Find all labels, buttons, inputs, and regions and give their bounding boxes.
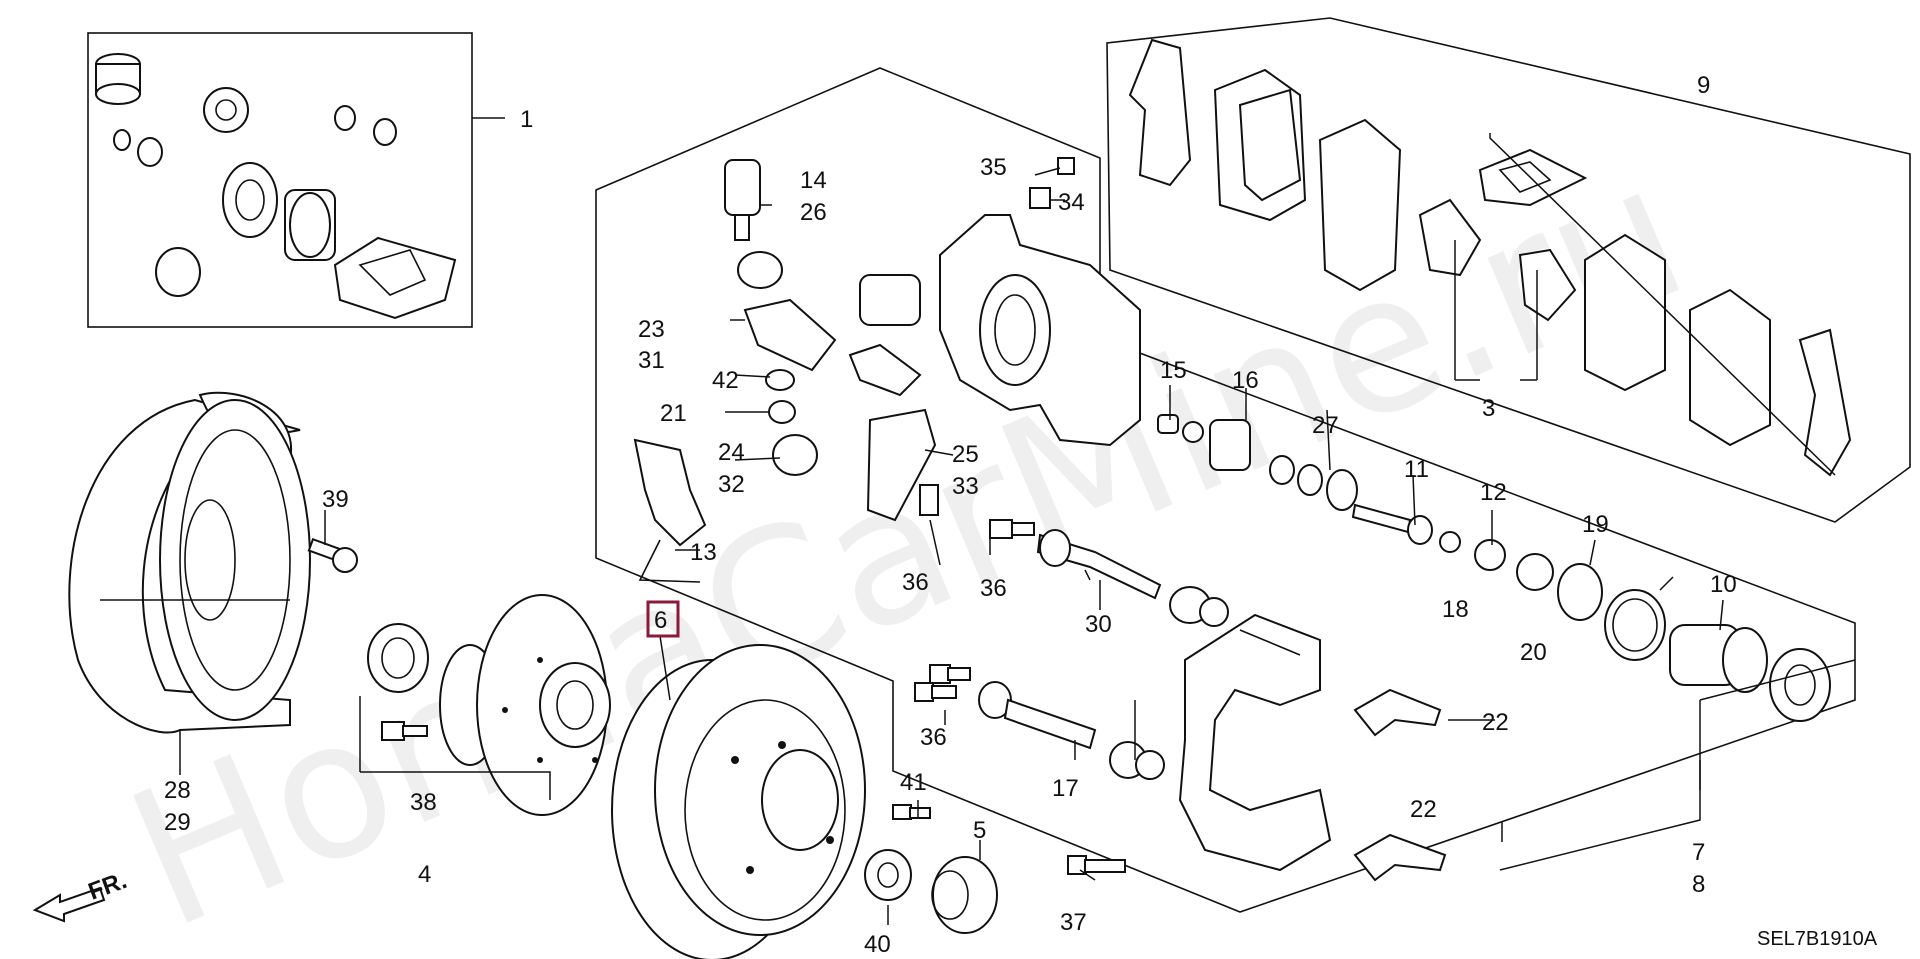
label-33[interactable]: 33 bbox=[952, 473, 979, 500]
label-4[interactable]: 4 bbox=[418, 861, 431, 888]
label-25[interactable]: 25 bbox=[952, 441, 979, 468]
label-24[interactable]: 24 bbox=[718, 439, 745, 466]
front-direction-arrow: FR. bbox=[32, 867, 131, 923]
bolt-39 bbox=[307, 537, 358, 573]
label-11[interactable]: 11 bbox=[1404, 456, 1429, 483]
brake-pads-lower bbox=[1518, 233, 1852, 477]
label-36-c[interactable]: 36 bbox=[920, 724, 947, 751]
label-5[interactable]: 5 bbox=[973, 817, 986, 844]
label-36-a[interactable]: 36 bbox=[902, 569, 929, 596]
label-15[interactable]: 15 bbox=[1160, 357, 1187, 384]
label-29[interactable]: 29 bbox=[164, 809, 191, 836]
label-41[interactable]: 41 bbox=[900, 769, 927, 796]
label-42[interactable]: 42 bbox=[712, 367, 739, 394]
label-12[interactable]: 12 bbox=[1480, 479, 1507, 506]
label-21[interactable]: 21 bbox=[660, 400, 687, 427]
highlighted-label-box bbox=[646, 600, 680, 638]
part-labels: 1 9 3 14 26 35 34 23 31 42 21 24 32 25 3… bbox=[164, 72, 1737, 958]
label-31[interactable]: 31 bbox=[638, 347, 665, 374]
label-9[interactable]: 9 bbox=[1697, 72, 1710, 99]
label-6[interactable]: 6 bbox=[654, 607, 667, 634]
caliper-bracket bbox=[1178, 613, 1332, 872]
label-14[interactable]: 14 bbox=[800, 167, 827, 194]
diagram-code: SEL7B1910A bbox=[1757, 928, 1878, 950]
label-10[interactable]: 10 bbox=[1710, 571, 1737, 598]
label-7[interactable]: 7 bbox=[1692, 839, 1705, 866]
label-1[interactable]: 1 bbox=[520, 106, 533, 133]
seal-kit-parts bbox=[95, 53, 457, 320]
label-3[interactable]: 3 bbox=[1482, 395, 1495, 422]
hub-bolt-38 bbox=[381, 721, 428, 741]
label-35[interactable]: 35 bbox=[980, 154, 1007, 181]
caliper-body bbox=[848, 214, 1141, 522]
label-13[interactable]: 13 bbox=[690, 539, 717, 566]
brake-disc bbox=[611, 644, 866, 959]
label-32[interactable]: 32 bbox=[718, 471, 745, 498]
label-36-b[interactable]: 36 bbox=[980, 575, 1007, 602]
pad-set-box bbox=[1106, 17, 1911, 523]
direction-label: FR. bbox=[85, 867, 131, 906]
caliper-assembly-box bbox=[595, 67, 1856, 913]
label-17[interactable]: 17 bbox=[1052, 775, 1079, 802]
label-8[interactable]: 8 bbox=[1692, 871, 1705, 898]
guide-pins-and-boots bbox=[929, 519, 1229, 780]
label-20[interactable]: 20 bbox=[1520, 639, 1547, 666]
label-22-a[interactable]: 22 bbox=[1482, 709, 1509, 736]
seal-kit-box bbox=[87, 32, 473, 328]
label-26[interactable]: 26 bbox=[800, 199, 827, 226]
label-37[interactable]: 37 bbox=[1060, 909, 1087, 936]
label-18[interactable]: 18 bbox=[1442, 596, 1469, 623]
label-27[interactable]: 27 bbox=[1312, 412, 1339, 439]
label-34[interactable]: 34 bbox=[1058, 189, 1085, 216]
hub-bearing-assembly bbox=[367, 594, 611, 816]
label-28[interactable]: 28 bbox=[164, 777, 191, 804]
backing-plate bbox=[68, 391, 311, 734]
leader-lines bbox=[179, 117, 1856, 925]
label-39[interactable]: 39 bbox=[322, 486, 349, 513]
piston-parts bbox=[1157, 414, 1831, 722]
brake-pads-upper bbox=[1128, 38, 1588, 292]
label-38[interactable]: 38 bbox=[410, 789, 437, 816]
label-23[interactable]: 23 bbox=[638, 316, 665, 343]
label-22-b[interactable]: 22 bbox=[1410, 796, 1437, 823]
label-16[interactable]: 16 bbox=[1232, 367, 1259, 394]
caliper-small-parts bbox=[633, 157, 1075, 583]
label-19[interactable]: 19 bbox=[1582, 511, 1609, 538]
pad-clips bbox=[1353, 688, 1447, 882]
bolts-and-nuts bbox=[864, 682, 1126, 934]
label-30[interactable]: 30 bbox=[1085, 611, 1112, 638]
label-40[interactable]: 40 bbox=[864, 931, 891, 958]
